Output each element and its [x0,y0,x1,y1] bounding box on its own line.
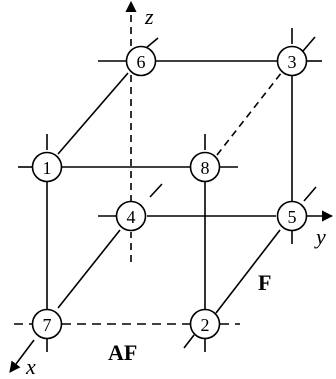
node-6-label: 6 [137,52,146,72]
x-axis-mid [57,229,121,309]
node-7-circle [31,308,63,340]
node-4-circle [115,200,147,232]
node-3-circle [276,45,308,77]
node-8-circle [189,151,221,183]
x-axis-front [9,339,35,373]
edge-6-up-stub [145,37,159,49]
node-2-circle [189,308,221,340]
node-5-label: 5 [288,207,297,227]
edge-1-6 [57,72,129,155]
edge-5-diag-stub [303,186,317,202]
node-3-label: 3 [288,52,297,72]
node-4-label: 4 [127,207,136,227]
node-1-label: 1 [43,158,52,178]
edge-2-diag-stub [183,334,195,349]
af-label: AF [108,340,137,365]
node-7-label: 7 [43,315,52,335]
x-axis-back [149,183,163,198]
node-1-circle [31,151,63,183]
edge-8-3 [216,71,283,156]
f-label: F [258,270,271,295]
x-axis-label: x [25,354,36,379]
node-2-label: 2 [201,315,210,335]
y-axis-label: y [314,224,326,249]
node-6-circle [125,45,157,77]
node-5-circle [276,200,308,232]
edge-3-diag-stub [302,36,316,52]
z-axis-label: z [144,4,154,29]
node-8-label: 8 [201,158,210,178]
edge-2-5 [215,229,281,314]
